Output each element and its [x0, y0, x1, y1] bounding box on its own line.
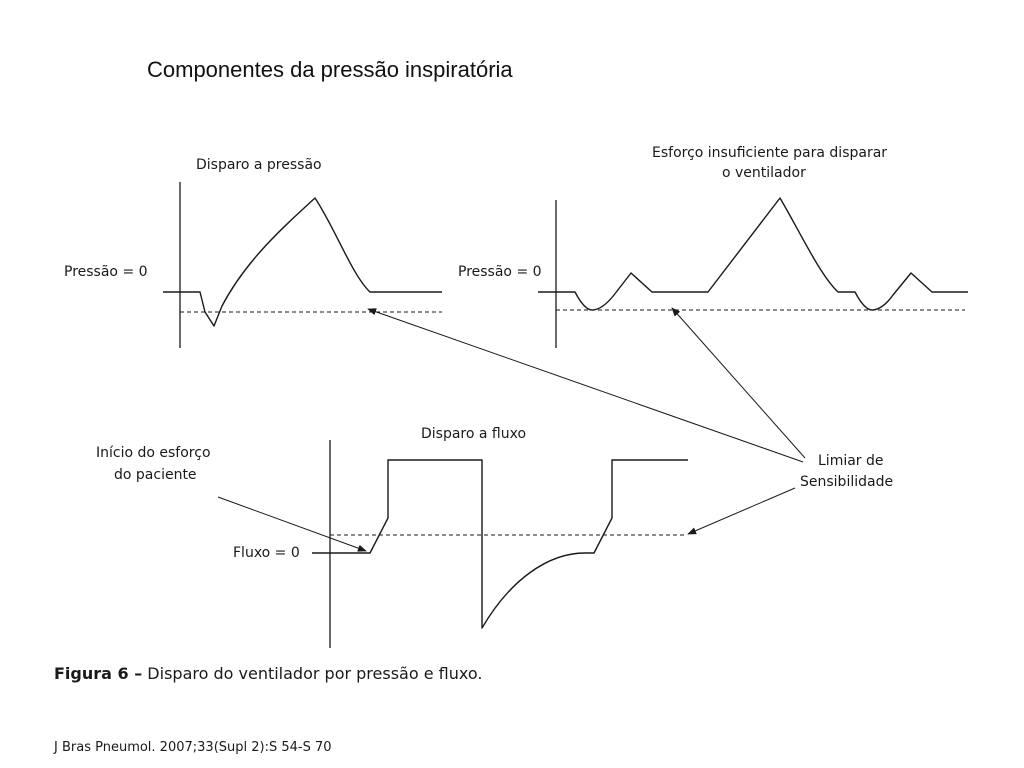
threshold-arrow-insufficient [671, 307, 806, 459]
citation-reference: J Bras Pneumol. 2007;33(Supl 2):S 54-S 7… [54, 740, 332, 755]
threshold-arrow-flow [687, 487, 796, 535]
insufficient-effort-panel: Esforço insuficiente para disparar o ven… [458, 145, 968, 348]
flow-trigger-panel: Disparo a fluxo Fluxo = 0 [233, 426, 688, 648]
flow-trigger-waveform [312, 459, 688, 629]
slide-title: Componentes da pressão inspiratória [147, 57, 513, 82]
figure-caption-text: Disparo do ventilador por pressão e flux… [142, 664, 483, 683]
threshold-label-line2: Sensibilidade [800, 474, 893, 490]
threshold-label-line1: Limiar de [818, 453, 884, 469]
insufficient-effort-y-label: Pressão = 0 [458, 264, 542, 280]
pressure-trigger-title: Disparo a pressão [196, 157, 322, 173]
flow-trigger-title: Disparo a fluxo [421, 426, 526, 442]
pressure-trigger-waveform [163, 197, 442, 327]
patient-effort-label-line2: do paciente [114, 467, 197, 483]
figure-caption: Figura 6 – Disparo do ventilador por pre… [54, 664, 482, 683]
patient-effort-arrow [217, 496, 367, 552]
flow-trigger-y-label: Fluxo = 0 [233, 545, 300, 561]
threshold-annotation: Limiar de Sensibilidade [367, 307, 893, 535]
insufficient-effort-waveform [538, 197, 968, 311]
insufficient-effort-title-line2: o ventilador [722, 165, 806, 181]
patient-effort-annotation: Início do esforço do paciente [96, 445, 367, 552]
patient-effort-label-line1: Início do esforço [96, 445, 211, 461]
threshold-arrow-pressure [367, 308, 804, 463]
pressure-trigger-panel: Disparo a pressão Pressão = 0 [64, 157, 442, 348]
figure-caption-label: Figura 6 – [54, 664, 143, 683]
insufficient-effort-title-line1: Esforço insuficiente para disparar [652, 145, 887, 161]
pressure-trigger-y-label: Pressão = 0 [64, 264, 148, 280]
